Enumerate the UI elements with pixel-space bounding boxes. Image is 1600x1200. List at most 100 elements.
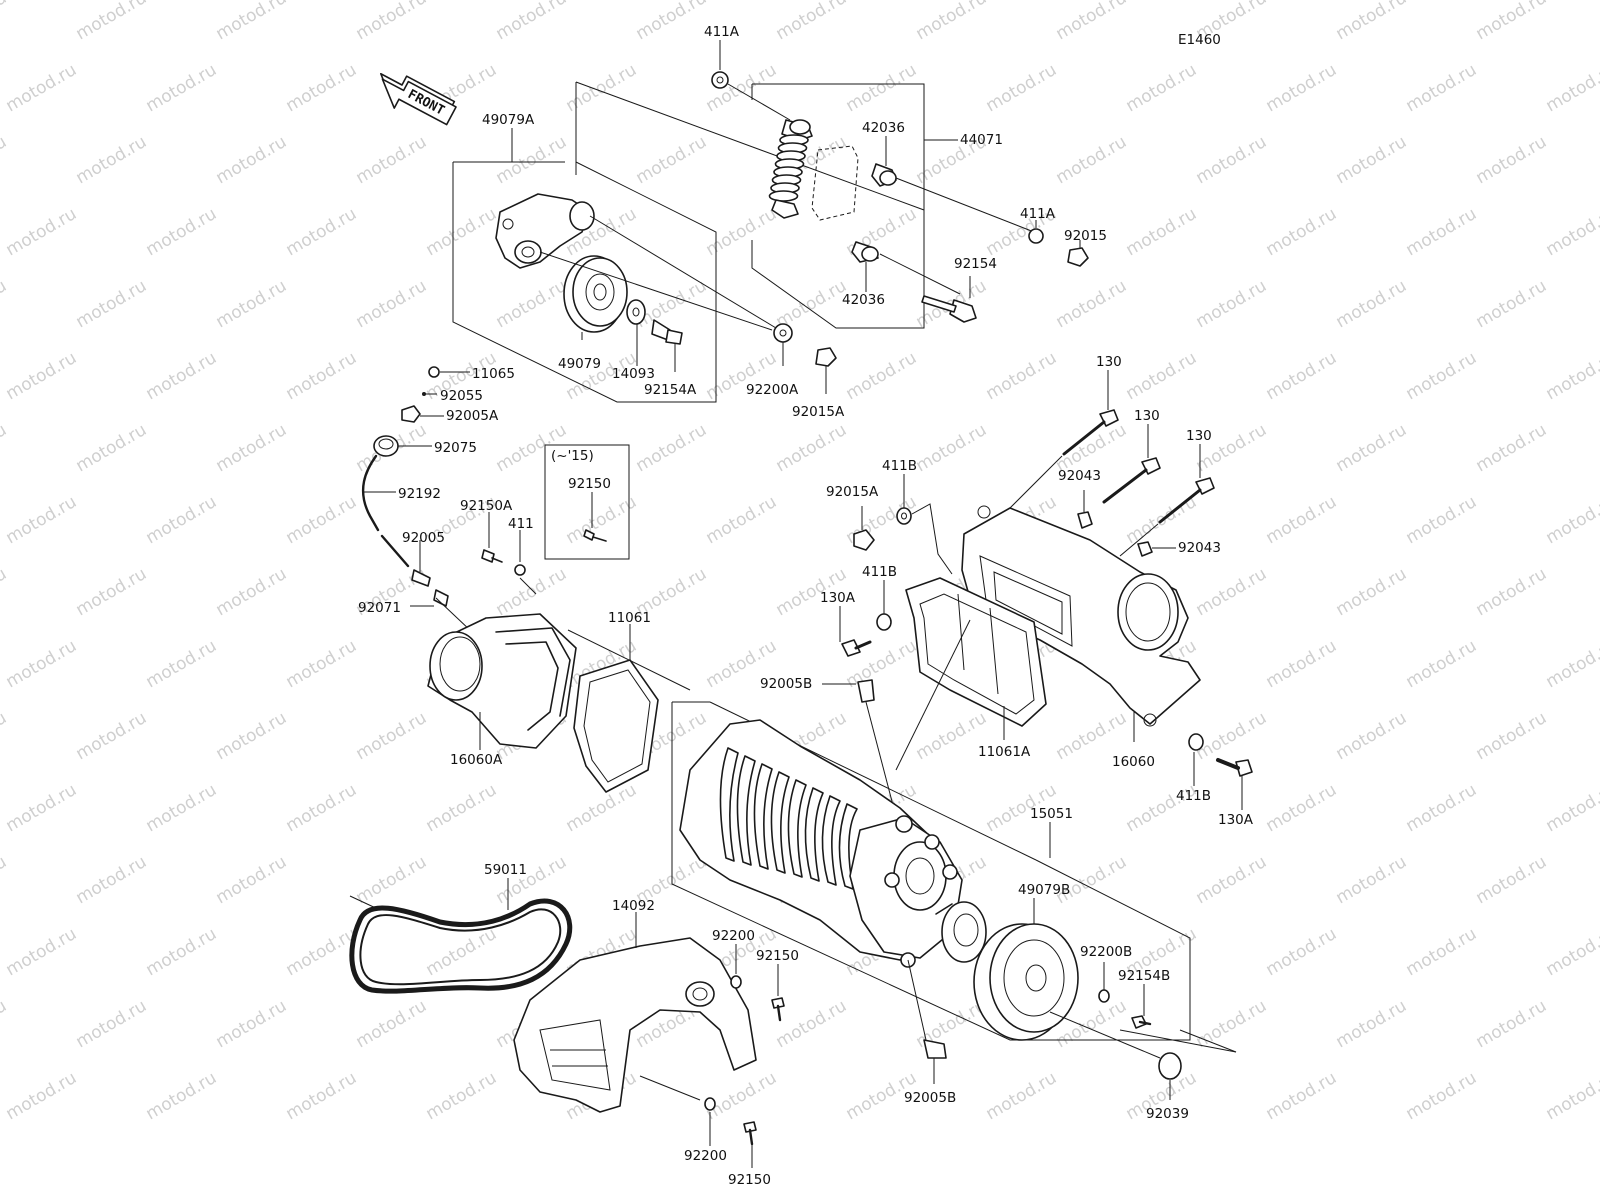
watermark-text: motod.ru [1543,1068,1600,1124]
watermark-text: motod.ru [283,1068,361,1124]
watermark-text: motod.ru [353,276,431,332]
part-label-11061a: 11061A [978,744,1031,760]
watermark-text: motod.ru [0,708,10,764]
watermark-text: motod.ru [1543,492,1600,548]
watermark-text: motod.ru [1403,204,1481,260]
watermark-text: motod.ru [1263,348,1341,404]
watermark-text: motod.ru [423,1068,501,1124]
part-label-130a-right: 130A [1218,812,1254,828]
part-label-92055: 92055 [440,388,483,404]
part-label-92154a: 92154A [644,382,697,398]
part-label-11061: 11061 [608,610,651,626]
watermark-text: motod.ru [1403,1068,1481,1124]
part-label-92015a-top: 92015A [792,404,845,420]
watermark-text: motod.ru [0,852,10,908]
part-label-92200-bot: 92200 [684,1148,727,1164]
inlet-duct [427,613,691,793]
belt-cover [513,912,785,1168]
watermark-text: motod.ru [143,924,221,980]
watermark-text: motod.ru [213,276,291,332]
part-label-92150-mid: 92150 [756,948,799,964]
watermark-text: motod.ru [213,420,291,476]
watermark-text: motod.ru [1403,924,1481,980]
watermark-text: motod.ru [73,132,151,188]
damper-spring [768,134,809,202]
watermark-text: motod.ru [1543,348,1600,404]
part-label-49079a: 49079A [482,112,535,128]
diagram-code: E1460 [1178,32,1221,48]
watermark-text: motod.ru [703,204,781,260]
watermark-text: motod.ru [143,1068,221,1124]
part-label-92200b: 92200B [1080,944,1132,960]
watermark-text: motod.ru [1193,708,1271,764]
watermark-text: motod.ru [73,564,151,620]
watermark-text: motod.ru [1333,132,1411,188]
watermark-text: motod.ru [73,420,151,476]
drive-belt [349,878,573,994]
watermark-text: motod.ru [493,564,571,620]
watermark-text: motod.ru [423,204,501,260]
watermark-text: motod.ru [423,924,501,980]
watermark-text: motod.ru [913,420,991,476]
watermark-text: motod.ru [1333,276,1411,332]
watermark-text: motod.ru [283,492,361,548]
part-label-411b-mid: 411B [862,564,897,580]
watermark-text: motod.ru [283,780,361,836]
part-label-92005b-top: 92005B [760,676,812,692]
part-label-49079: 49079 [558,356,601,372]
watermark-text: motod.ru [1403,492,1481,548]
watermark-text: motod.ru [1543,780,1600,836]
watermark-text: motod.ru [1473,420,1551,476]
watermark-text: motod.ru [983,1068,1061,1124]
watermark-text: motod.ru [0,996,10,1052]
watermark-text: motod.ru [1543,60,1600,116]
watermark-text: motod.ru [633,420,711,476]
watermark-text: motod.ru [983,348,1061,404]
housing-fin [736,755,756,866]
watermark-text: motod.ru [353,0,431,44]
watermark-text: motod.ru [1053,852,1131,908]
watermark-text: motod.ru [1333,708,1411,764]
housing-fin [821,795,841,886]
watermark-text: motod.ru [3,636,81,692]
watermark-text: motod.ru [1263,924,1341,980]
watermark-text: motod.ru [1333,996,1411,1052]
part-label-92150-box: 92150 [568,476,611,492]
part-label-411a-top: 411A [704,24,740,40]
watermark-text: motod.ru [493,276,571,332]
watermark-text: motod.ru [353,996,431,1052]
tensioner-assembly [452,81,925,403]
part-label-16060a: 16060A [450,752,503,768]
watermark-text: motod.ru [1333,852,1411,908]
watermark-text: motod.ru [633,276,711,332]
watermark-text: motod.ru [1263,60,1341,116]
part-label-92075: 92075 [434,440,477,456]
part-label-130-a: 130 [1096,354,1122,370]
watermark-text: motod.ru [633,0,711,44]
watermark-text: motod.ru [353,852,431,908]
front-arrow-icon: FRONT [379,72,457,126]
part-label-411a-mid: 411A [1020,206,1056,222]
watermark-text: motod.ru [3,492,81,548]
watermark-text: motod.ru [843,348,921,404]
watermark-text: motod.ru [1473,564,1551,620]
watermark-text: motod.ru [1193,276,1271,332]
part-label-16060: 16060 [1112,754,1155,770]
watermark-text: motod.ru [213,0,291,44]
part-label-411b-right: 411B [1176,788,1211,804]
watermark-text: motod.ru [1473,0,1551,44]
watermark-text: motod.ru [1543,636,1600,692]
watermark-text: motod.ru [283,636,361,692]
watermark-text: motod.ru [213,132,291,188]
part-label-130a-left: 130A [820,590,856,606]
watermark-text: motod.ru [1333,0,1411,44]
tensioner-damper-assembly [711,40,1089,329]
watermark-text: motod.ru [3,348,81,404]
part-label-14093: 14093 [612,366,655,382]
watermark-text: motod.ru [1193,996,1271,1052]
part-label-92043-top: 92043 [1058,468,1101,484]
watermark-text: motod.ru [73,852,151,908]
watermark-text: motod.ru [1053,132,1131,188]
part-label-59011: 59011 [484,862,527,878]
